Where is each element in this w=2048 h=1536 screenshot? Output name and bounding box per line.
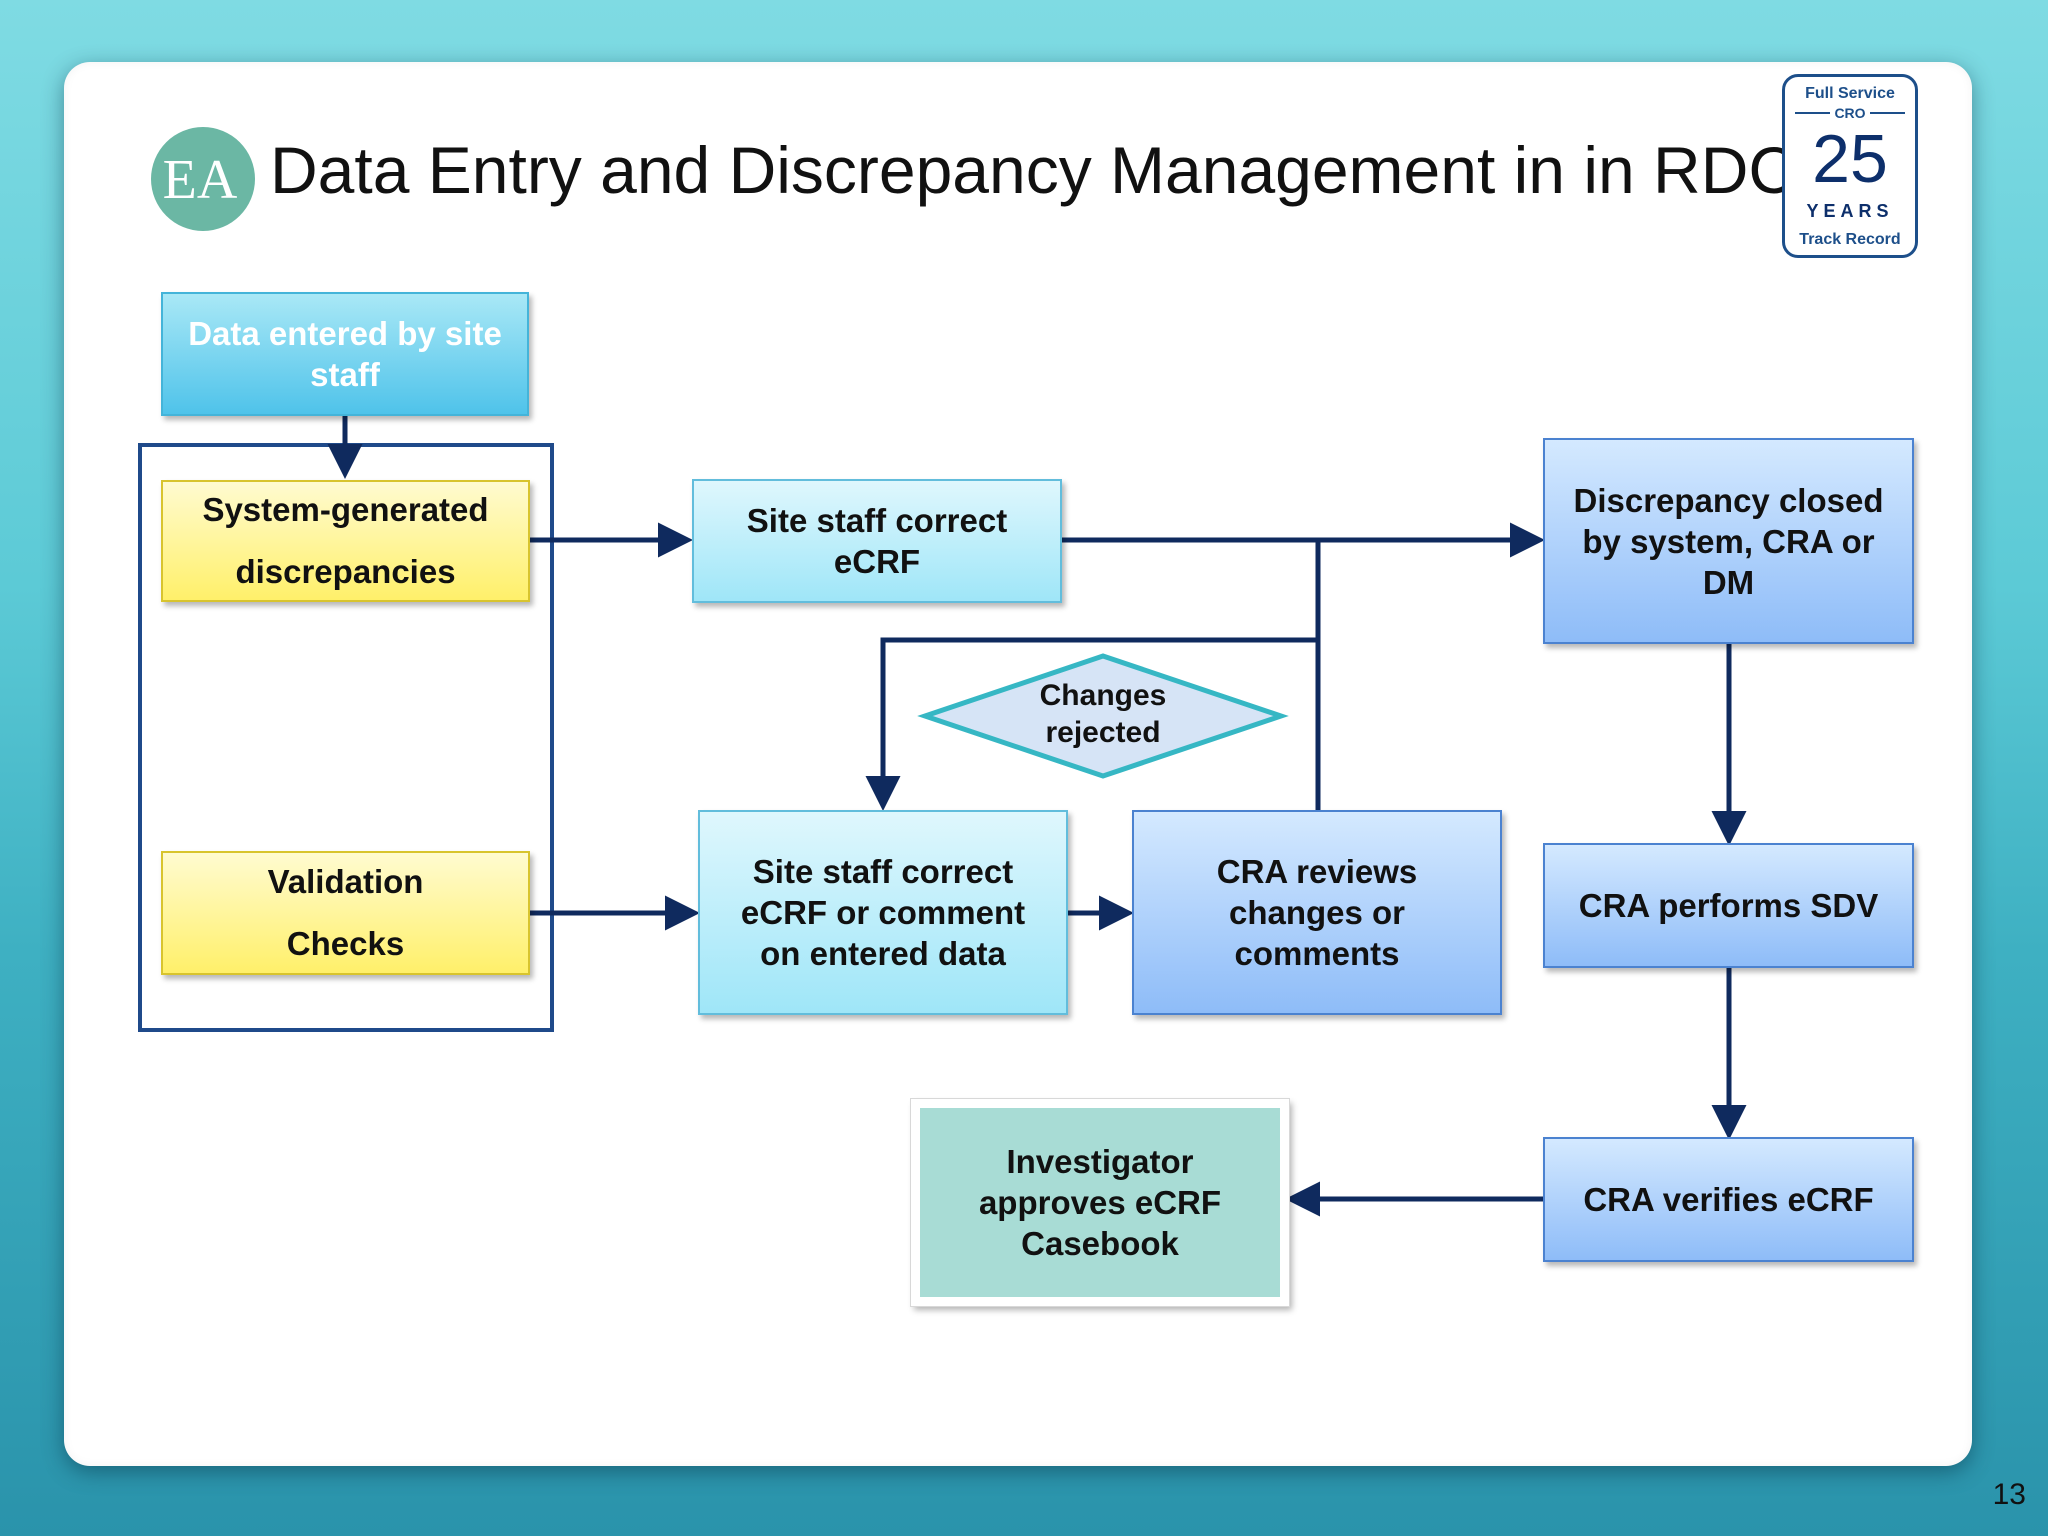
investigator-approves-box: Investigator approves eCRF Casebook [911, 1099, 1289, 1306]
system-generated-box: System-generated discrepancies [161, 480, 530, 602]
cra-verifies-label: CRA verifies eCRF [1583, 1181, 1874, 1218]
site-correct-ecrf-box: Site staff correct eCRF [692, 479, 1062, 603]
badge-line1: Full Service [1805, 85, 1895, 102]
data-entered-box: Data entered by site staff [161, 292, 529, 416]
badge-line2: CRO [1795, 105, 1905, 121]
page-number: 13 [1992, 1478, 2026, 1511]
cra-sdv-box: CRA performs SDV [1543, 843, 1914, 968]
cra-verifies-box: CRA verifies eCRF [1543, 1137, 1914, 1262]
validation-checks-box: Validation Checks [161, 851, 530, 975]
svg-text:EA: EA [163, 149, 238, 211]
changes-rejected-label: Changes rejected [925, 658, 1281, 770]
ea-logo: EA [151, 127, 255, 231]
cra-reviews-box: CRA reviews changes or comments [1132, 810, 1502, 1015]
page-title: Data Entry and Discrepancy Management in… [270, 133, 1797, 207]
badge-rule-left [1795, 112, 1831, 114]
system-generated-label: System-generated discrepancies [202, 491, 489, 590]
years-badge: Full Service CRO 25 YEARS Track Record [1782, 74, 1918, 258]
validation-checks-label: Validation Checks [267, 863, 424, 962]
badge-track: Track Record [1799, 231, 1901, 248]
site-correct-comment-box: Site staff correct eCRF or comment on en… [698, 810, 1068, 1015]
arrow-rejected-loop [865, 637, 1318, 811]
discrepancy-closed-label: Discrepancy closed by system, CRA or DM [1573, 481, 1884, 601]
investigator-approves-label: Investigator approves eCRF Casebook [978, 1143, 1222, 1262]
cra-reviews-label: CRA reviews changes or comments [1216, 853, 1418, 972]
changes-rejected-text: Changes rejected [1039, 679, 1167, 749]
site-correct-comment-label: Site staff correct eCRF or comment on en… [740, 853, 1026, 972]
badge-years: YEARS [1806, 201, 1894, 221]
data-entered-label: Data entered by site staff [188, 315, 502, 393]
cra-sdv-label: CRA performs SDV [1578, 887, 1879, 924]
badge-cro: CRO [1834, 105, 1866, 121]
changes-rejected-diamond [917, 653, 1289, 779]
discrepancy-closed-box: Discrepancy closed by system, CRA or DM [1543, 438, 1914, 644]
site-correct-ecrf-label: Site staff correct eCRF [746, 502, 1008, 580]
badge-rule-right [1869, 112, 1905, 114]
badge-number: 25 [1812, 121, 1888, 197]
